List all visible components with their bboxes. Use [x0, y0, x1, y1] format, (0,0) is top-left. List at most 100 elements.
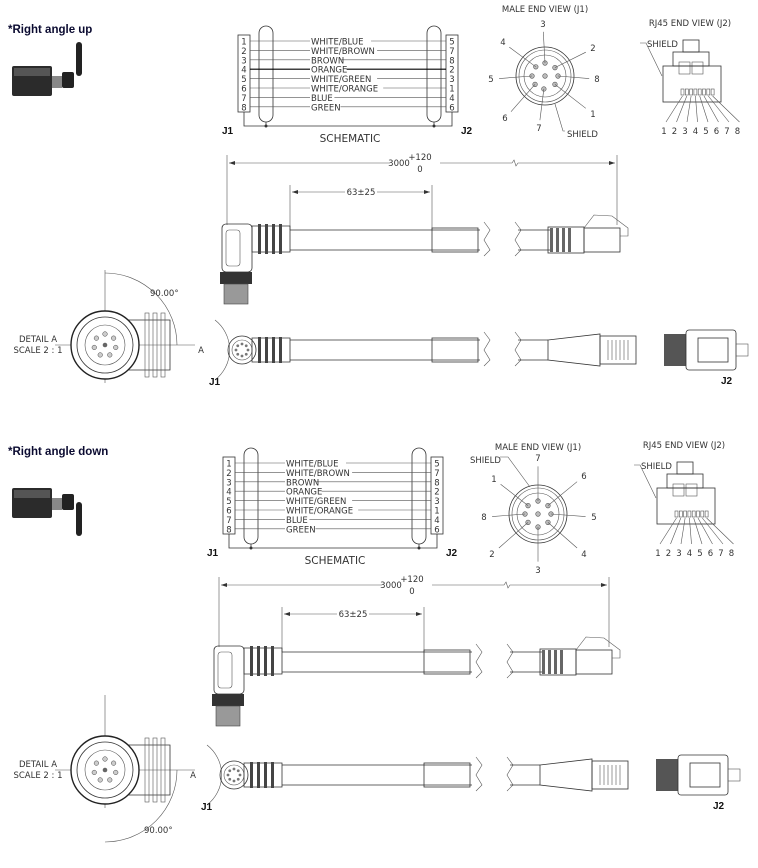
male-pin-label: 2 — [489, 550, 494, 560]
rj45-latch — [575, 636, 621, 659]
wire-color-label: BLUE — [311, 94, 333, 104]
shield-drain-j1 — [243, 447, 259, 545]
heat-shrink-sleeve — [431, 337, 479, 363]
detail-pin — [111, 760, 117, 766]
rj45-contact — [680, 88, 685, 96]
front-view-j1-label: J1 — [209, 377, 221, 388]
male-pin-label: 6 — [581, 472, 586, 482]
shield-drain-j2 — [426, 25, 442, 123]
shield-drain-j2 — [411, 447, 427, 545]
wire-color-label: BROWN — [311, 56, 344, 66]
j1-label: J1 — [207, 548, 219, 559]
wire-color-label: WHITE/GREEN — [286, 497, 346, 507]
wire-color-label: WHITE/BLUE — [311, 38, 363, 48]
wire-row: 5 WHITE/GREEN 3 — [226, 496, 440, 507]
j1-face — [219, 760, 249, 790]
wire-color-label: WHITE/ORANGE — [286, 507, 353, 517]
rj45-contact — [710, 88, 715, 96]
j1-pin-number: 6 — [241, 85, 246, 95]
overall-length: 3000 — [380, 581, 402, 591]
j2-pin-number: 5 — [434, 460, 439, 470]
rj45-shield-label: SHIELD — [641, 462, 672, 472]
rj45-pin-leader — [689, 517, 692, 545]
view-arc — [206, 744, 222, 806]
shield-leader — [554, 103, 565, 132]
pin-leader — [550, 513, 586, 517]
j2-pin-number: 2 — [434, 488, 439, 498]
detail-pin — [113, 344, 119, 350]
male-pin-label: 3 — [540, 20, 545, 30]
rj45-pin-leader — [693, 517, 703, 545]
rj45-pin-leader — [670, 517, 682, 545]
shield-leader — [500, 456, 531, 488]
male-pin-label: 4 — [581, 550, 586, 560]
detail-pin — [91, 769, 97, 775]
j1-pin-number: 7 — [226, 516, 231, 526]
j1-label: J1 — [222, 126, 234, 137]
tolerance-lower: 0 — [409, 587, 414, 597]
rj45-contact — [691, 510, 696, 518]
detail-pin — [102, 331, 108, 337]
strain-relief — [243, 647, 283, 675]
rj45-contact — [696, 510, 700, 518]
male-pin-label: 8 — [481, 513, 486, 523]
pin-leader — [509, 46, 536, 68]
male-shield-label: SHIELD — [470, 456, 501, 466]
rj45-pin-label: 5 — [697, 549, 702, 559]
rj45-pin-label: 4 — [687, 549, 692, 559]
male-pin-label: 7 — [536, 124, 541, 134]
j2-pin-number: 4 — [449, 94, 454, 104]
j2-pin-number: 8 — [449, 56, 454, 66]
rj45-pin-leader — [676, 95, 688, 123]
detail-name: DETAIL A — [19, 760, 57, 770]
heat-shrink-sleeve — [423, 649, 471, 675]
rj45-pin-leader — [659, 517, 677, 545]
wire-color-label: WHITE/BROWN — [311, 47, 375, 57]
detail-angle: 90.00° — [144, 826, 173, 836]
male-pin-label: 6 — [502, 114, 507, 124]
male-pin-label: 1 — [491, 475, 496, 485]
j2-pin-number: 6 — [434, 525, 439, 535]
pin-leader — [499, 75, 533, 79]
j1-pin-number: 5 — [241, 75, 246, 85]
rj45-contact — [678, 510, 683, 518]
front-view-j2-label: J2 — [721, 376, 733, 387]
j1-pin-number: 1 — [241, 38, 246, 48]
j2-pin-number: 3 — [434, 497, 439, 507]
rj45-pin-leader — [665, 95, 683, 123]
detail-pin — [107, 352, 113, 358]
rj45-pin-label: 5 — [703, 127, 708, 137]
rj45-pin-leader — [702, 517, 724, 545]
j1-pin-number: 2 — [226, 469, 231, 479]
front-view-j1-label: J1 — [201, 802, 213, 813]
j1-pin-number: 5 — [226, 497, 231, 507]
pin-leader — [547, 522, 578, 549]
rj45-pin-leader — [703, 95, 719, 123]
male-pin-label: 3 — [535, 566, 540, 576]
pin-leader — [492, 513, 526, 517]
cable-side-view — [220, 214, 629, 305]
detail-pin — [91, 344, 97, 350]
coupling-nut — [212, 694, 244, 706]
wire-color-label: BROWN — [286, 478, 319, 488]
schematic-title: SCHEMATIC — [305, 555, 366, 567]
view-arc — [214, 319, 230, 381]
rj45-pin-label: 2 — [666, 549, 671, 559]
male-pin-label: 7 — [535, 454, 540, 464]
detail-pin — [97, 352, 103, 358]
rj45-pin-label: 7 — [718, 549, 723, 559]
rj45-shield-leader — [640, 42, 663, 77]
rj45-shield-leader — [634, 464, 657, 499]
